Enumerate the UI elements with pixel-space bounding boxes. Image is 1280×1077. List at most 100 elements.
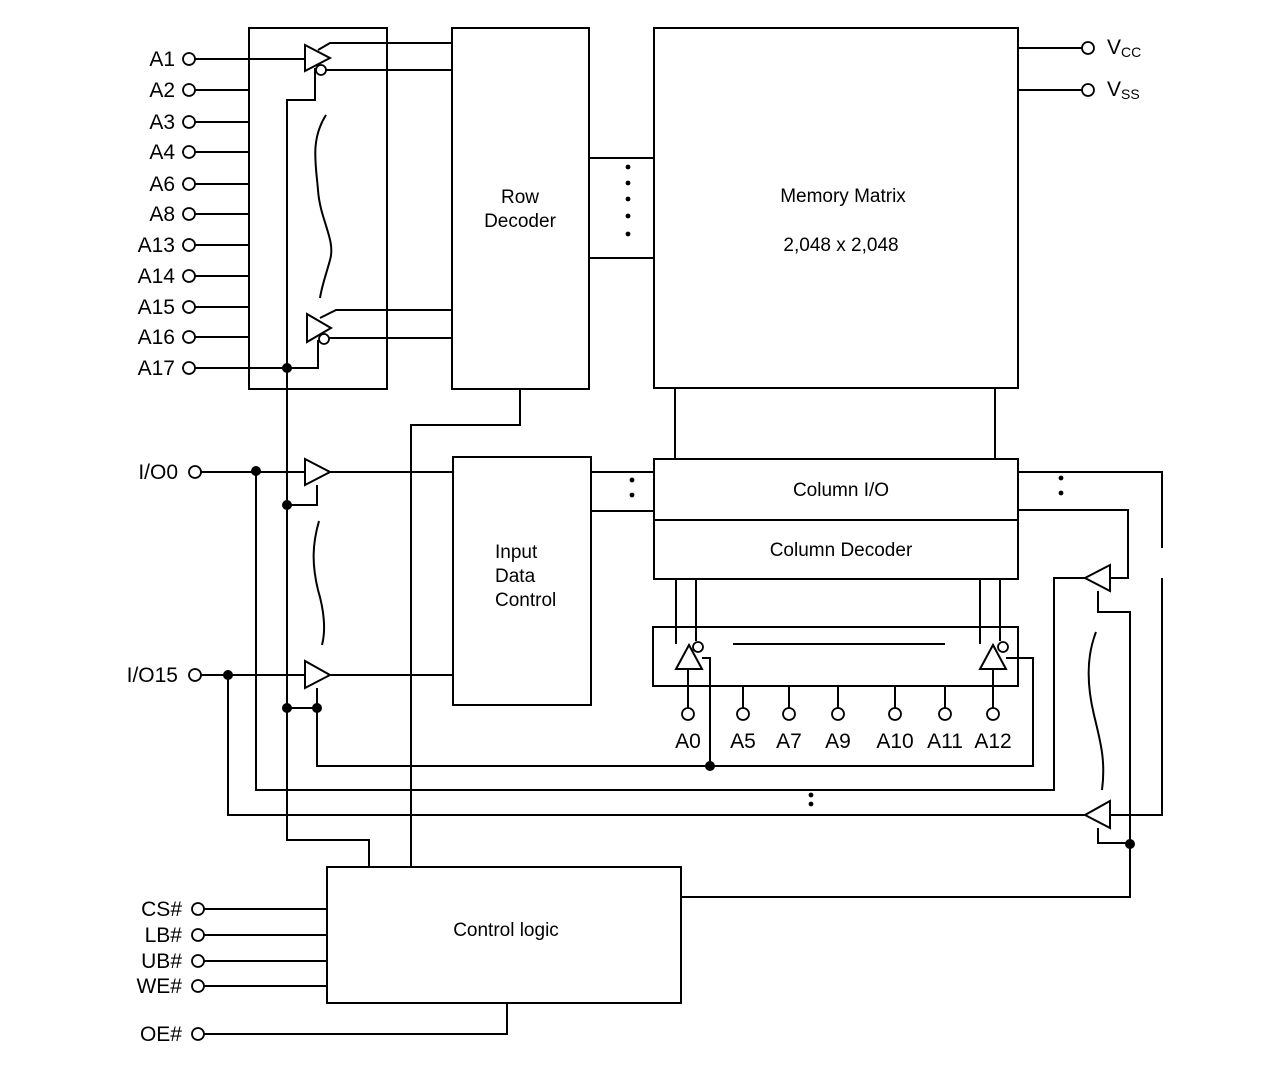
output-buffer-brace (1087, 631, 1105, 791)
pin-a0 (681, 707, 695, 721)
pin-label-a6: A6 (149, 173, 175, 196)
pin-label-cs: CS# (141, 898, 182, 921)
output-buffer-bottom-triangle (1082, 799, 1111, 830)
pin-label-i-o15: I/O15 (127, 664, 178, 687)
vss-label: VSS (1107, 78, 1140, 102)
io15-junction (223, 670, 233, 680)
pin-label-a7: A7 (776, 730, 802, 753)
pin-i-o15 (188, 668, 202, 682)
pin-a2 (182, 83, 196, 97)
pin-lb (191, 928, 205, 942)
pin-a14 (182, 269, 196, 283)
address-buffer-bottom-inverter-bubble (318, 333, 330, 345)
pin-label-a5: A5 (730, 730, 756, 753)
pin-a4 (182, 145, 196, 159)
row-decoder-to-matrix-wires (589, 157, 654, 259)
column-buffer-junction (705, 761, 715, 771)
enable-junction-io15-a (282, 703, 292, 713)
pin-label-a12: A12 (974, 730, 1011, 753)
output-enable-wire (1097, 591, 1131, 843)
input-data-control-line2: Data (495, 566, 536, 587)
control-pin-wires (204, 908, 508, 1035)
pin-ub (191, 954, 205, 968)
pin-label-ub: UB# (141, 950, 182, 973)
pin-label-a0: A0 (675, 730, 701, 753)
pin-label-a1: A1 (149, 48, 175, 71)
pin-label-a16: A16 (138, 326, 175, 349)
column-io-label: Column I/O (793, 480, 889, 501)
pin-a17 (182, 361, 196, 375)
column-decoder-wires (675, 579, 1001, 644)
memory-matrix-box (653, 27, 1019, 389)
row-decoder-control-wire (410, 389, 521, 867)
output-bottom-to-io15-wire (227, 674, 1085, 816)
pin-label-a13: A13 (138, 234, 175, 257)
pin-i-o0 (188, 465, 202, 479)
io-input-brace (312, 520, 326, 646)
pin-a8 (182, 207, 196, 221)
column-decoder-label: Column Decoder (770, 540, 913, 561)
output-enable-wire-bottom (1097, 828, 1130, 844)
io0-junction (251, 466, 261, 476)
io-bus-ellipsis-left (629, 477, 635, 498)
output-buffer-top-triangle (1082, 563, 1111, 593)
power-pin-wires (1018, 47, 1082, 91)
output-top-to-io0-wire (255, 471, 1085, 791)
enable-junction-buffer (282, 363, 292, 373)
io0-input-triangle (304, 457, 333, 487)
address-buffer-brace-top (314, 114, 333, 299)
io-bus-ellipsis-right (1058, 475, 1064, 496)
address-pin-wires (195, 58, 307, 369)
pin-cs (191, 902, 205, 916)
pin-a5 (736, 707, 750, 721)
bottom-bus-ellipsis-dot1 (808, 792, 814, 798)
input-data-control-line1: Input (495, 542, 538, 563)
pin-a15 (182, 300, 196, 314)
pin-label-i-o0: I/O0 (138, 461, 178, 484)
input-data-control-line3: Control (495, 590, 556, 611)
pin-label-a2: A2 (149, 79, 175, 102)
row-decoder-label-line2: Decoder (484, 211, 556, 232)
control-logic-label: Control logic (453, 920, 559, 941)
pin-a7 (782, 707, 796, 721)
pin-label-a10: A10 (876, 730, 913, 753)
pin-label-a8: A8 (149, 203, 175, 226)
control-logic-output-wire (681, 843, 1131, 898)
enable-junction-io15-b (312, 703, 322, 713)
pin-a9 (831, 707, 845, 721)
pin-a11 (938, 707, 952, 721)
pin-label-a4: A4 (149, 141, 175, 164)
io15-input-triangle (304, 659, 333, 690)
row-bus-ellipsis (625, 164, 631, 237)
bottom-bus-ellipsis-dot2 (808, 801, 814, 807)
pin-label-a9: A9 (825, 730, 851, 753)
pin-we (191, 979, 205, 993)
pin-label-a14: A14 (138, 265, 176, 288)
pin-label-oe: OE# (140, 1023, 182, 1046)
row-decoder-label-line1: Row (501, 187, 539, 208)
pin-label-a15: A15 (138, 296, 175, 319)
input-data-control-box (452, 456, 592, 706)
column-address-buffer-box (652, 626, 1019, 687)
column-decoder-box (653, 519, 1019, 580)
pin-label-we: WE# (136, 975, 182, 998)
pin-a16 (182, 330, 196, 344)
column-buffer-right-bubble (997, 641, 1009, 653)
enable-junction-io0 (282, 500, 292, 510)
pin-a13 (182, 238, 196, 252)
vss-pin (1081, 83, 1095, 97)
column-io-output-wires (1018, 471, 1163, 816)
pin-a6 (182, 177, 196, 191)
left-pin-group: A1A2A3A4A6A8A13A14A15A16A17I/O0I/O15CS#L… (127, 48, 205, 1046)
pin-label-a3: A3 (149, 111, 175, 134)
pin-a3 (182, 115, 196, 129)
address-buffer-top-inverter-bubble (315, 64, 327, 76)
vcc-label: VCC (1107, 36, 1141, 60)
pin-label-a17: A17 (138, 357, 175, 380)
vcc-pin (1081, 41, 1095, 55)
buffer-enable-wires (286, 68, 319, 369)
address-buffer-box (248, 27, 388, 390)
column-buffer-enable-wires (316, 657, 1034, 767)
